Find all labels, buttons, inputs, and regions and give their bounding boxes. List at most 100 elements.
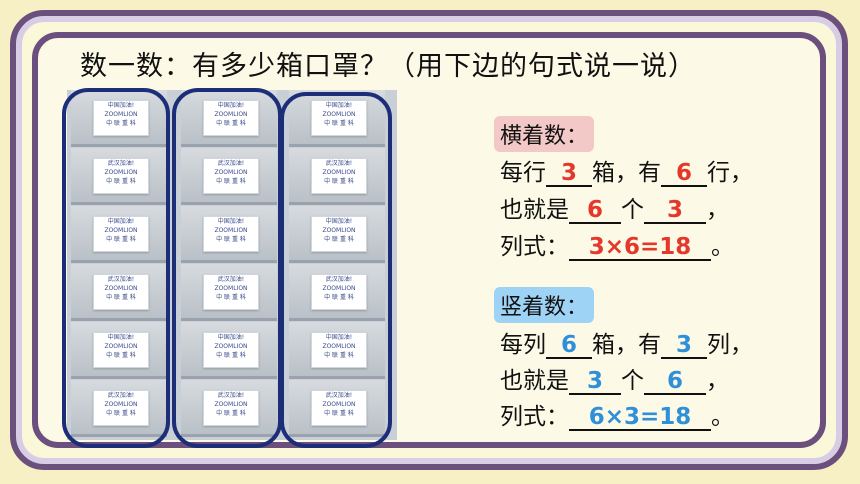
box-label-text: 中 联 重 科 <box>216 178 246 185</box>
box-label-text: 武汉加油! <box>217 276 245 283</box>
box-label-text: 中国加油! <box>107 218 135 225</box>
box-label: 中国加油! ZOOMLION 中 联 重 科 <box>311 100 367 136</box>
box-label-text: 中国加油! <box>107 102 135 109</box>
text: 行， <box>707 160 753 186</box>
mask-box: 武汉加油! ZOOMLION 中 联 重 科 <box>181 380 277 437</box>
box-label: 中国加油! ZOOMLION 中 联 重 科 <box>203 332 259 368</box>
text: 每行 <box>500 160 546 186</box>
box-label-text: ZOOMLION <box>322 169 356 176</box>
box-label: 武汉加油! ZOOMLION 中 联 重 科 <box>311 274 367 310</box>
box-label-text: ZOOMLION <box>322 343 356 350</box>
box-label-text: 中国加油! <box>217 334 245 341</box>
mask-box: 中国加油! ZOOMLION 中 联 重 科 <box>289 322 385 379</box>
box-column: 中国加油! ZOOMLION 中 联 重 科武汉加油! ZOOMLION 中 联 重 科… <box>285 90 389 440</box>
answer-blank: 3 <box>661 333 707 359</box>
box-label: 中国加油! ZOOMLION 中 联 重 科 <box>203 216 259 252</box>
box-label-text: 武汉加油! <box>107 160 135 167</box>
box-label-text: 中国加油! <box>325 334 353 341</box>
box-label-text: 中 联 重 科 <box>216 410 246 417</box>
box-label-text: 武汉加油! <box>107 392 135 399</box>
text: 箱，有 <box>592 160 661 186</box>
answer-blank: 6×3=18 <box>569 405 711 431</box>
answer-blank: 3 <box>644 198 706 224</box>
box-label-text: 中 联 重 科 <box>216 352 246 359</box>
box-label-text: 中国加油! <box>107 334 135 341</box>
box-label-text: ZOOMLION <box>214 285 248 292</box>
answer-blank: 3 <box>546 161 592 187</box>
box-label-text: 中国加油! <box>325 102 353 109</box>
box-label-text: 武汉加油! <box>217 160 245 167</box>
box-label-text: 中 联 重 科 <box>106 120 136 127</box>
text: ， <box>706 197 729 223</box>
box-label: 中国加油! ZOOMLION 中 联 重 科 <box>203 100 259 136</box>
box-label-text: ZOOMLION <box>322 285 356 292</box>
text: 也就是 <box>500 197 569 223</box>
text: 每列 <box>500 332 546 358</box>
box-label-text: 武汉加油! <box>107 276 135 283</box>
box-label-text: ZOOMLION <box>104 227 138 234</box>
text: 列式： <box>500 234 569 260</box>
box-label: 武汉加油! ZOOMLION 中 联 重 科 <box>93 390 149 426</box>
box-label-text: 中 联 重 科 <box>216 236 246 243</box>
box-label-text: ZOOMLION <box>214 111 248 118</box>
box-label-text: 中国加油! <box>217 218 245 225</box>
box-label-text: 武汉加油! <box>325 276 353 283</box>
page-title: 数一数：有多少箱口罩？（用下边的句式说一说） <box>80 51 696 82</box>
horizontal-line-3: 列式：3×6=18。 <box>500 227 734 261</box>
text: 箱，有 <box>592 332 661 358</box>
answer-blank: 3×6=18 <box>569 235 711 261</box>
vertical-line-3: 列式：6×3=18。 <box>500 397 734 431</box>
mask-box: 武汉加油! ZOOMLION 中 联 重 科 <box>71 380 167 437</box>
text: 。 <box>711 234 734 260</box>
box-label-text: 中国加油! <box>217 102 245 109</box>
column-outline-2 <box>172 88 282 448</box>
box-label-text: 中 联 重 科 <box>324 120 354 127</box>
answer-blank: 6 <box>661 161 707 187</box>
box-label-text: ZOOMLION <box>322 111 356 118</box>
box-label-text: ZOOMLION <box>104 401 138 408</box>
box-label-text: 中 联 重 科 <box>324 178 354 185</box>
text: 列式： <box>500 404 569 430</box>
column-outline-1 <box>62 88 170 448</box>
box-label: 中国加油! ZOOMLION 中 联 重 科 <box>311 332 367 368</box>
text: 个 <box>621 368 644 394</box>
box-label-text: 中 联 重 科 <box>216 120 246 127</box>
box-label-text: ZOOMLION <box>104 285 138 292</box>
box-label-text: ZOOMLION <box>214 401 248 408</box>
text: 列， <box>707 332 753 358</box>
answer-blank: 3 <box>569 369 621 395</box>
answer-blank: 6 <box>569 198 621 224</box>
box-label-text: ZOOMLION <box>214 227 248 234</box>
box-label-text: ZOOMLION <box>322 401 356 408</box>
vertical-header: 竖着数： <box>494 287 595 323</box>
answer-blank: 6 <box>546 333 592 359</box>
box-label-text: 中 联 重 科 <box>324 294 354 301</box>
text: ， <box>706 368 729 394</box>
box-label-text: 中 联 重 科 <box>106 294 136 301</box>
box-label-text: ZOOMLION <box>214 343 248 350</box>
mask-box: 中国加油! ZOOMLION 中 联 重 科 <box>181 206 277 263</box>
box-label-text: 中 联 重 科 <box>324 352 354 359</box>
box-label-text: 中 联 重 科 <box>324 236 354 243</box>
box-label-text: ZOOMLION <box>104 343 138 350</box>
box-label-text: ZOOMLION <box>322 227 356 234</box>
column-outline-3 <box>280 92 392 448</box>
box-label: 武汉加油! ZOOMLION 中 联 重 科 <box>93 274 149 310</box>
box-label-text: 武汉加油! <box>217 392 245 399</box>
box-label-text: 中 联 重 科 <box>106 410 136 417</box>
